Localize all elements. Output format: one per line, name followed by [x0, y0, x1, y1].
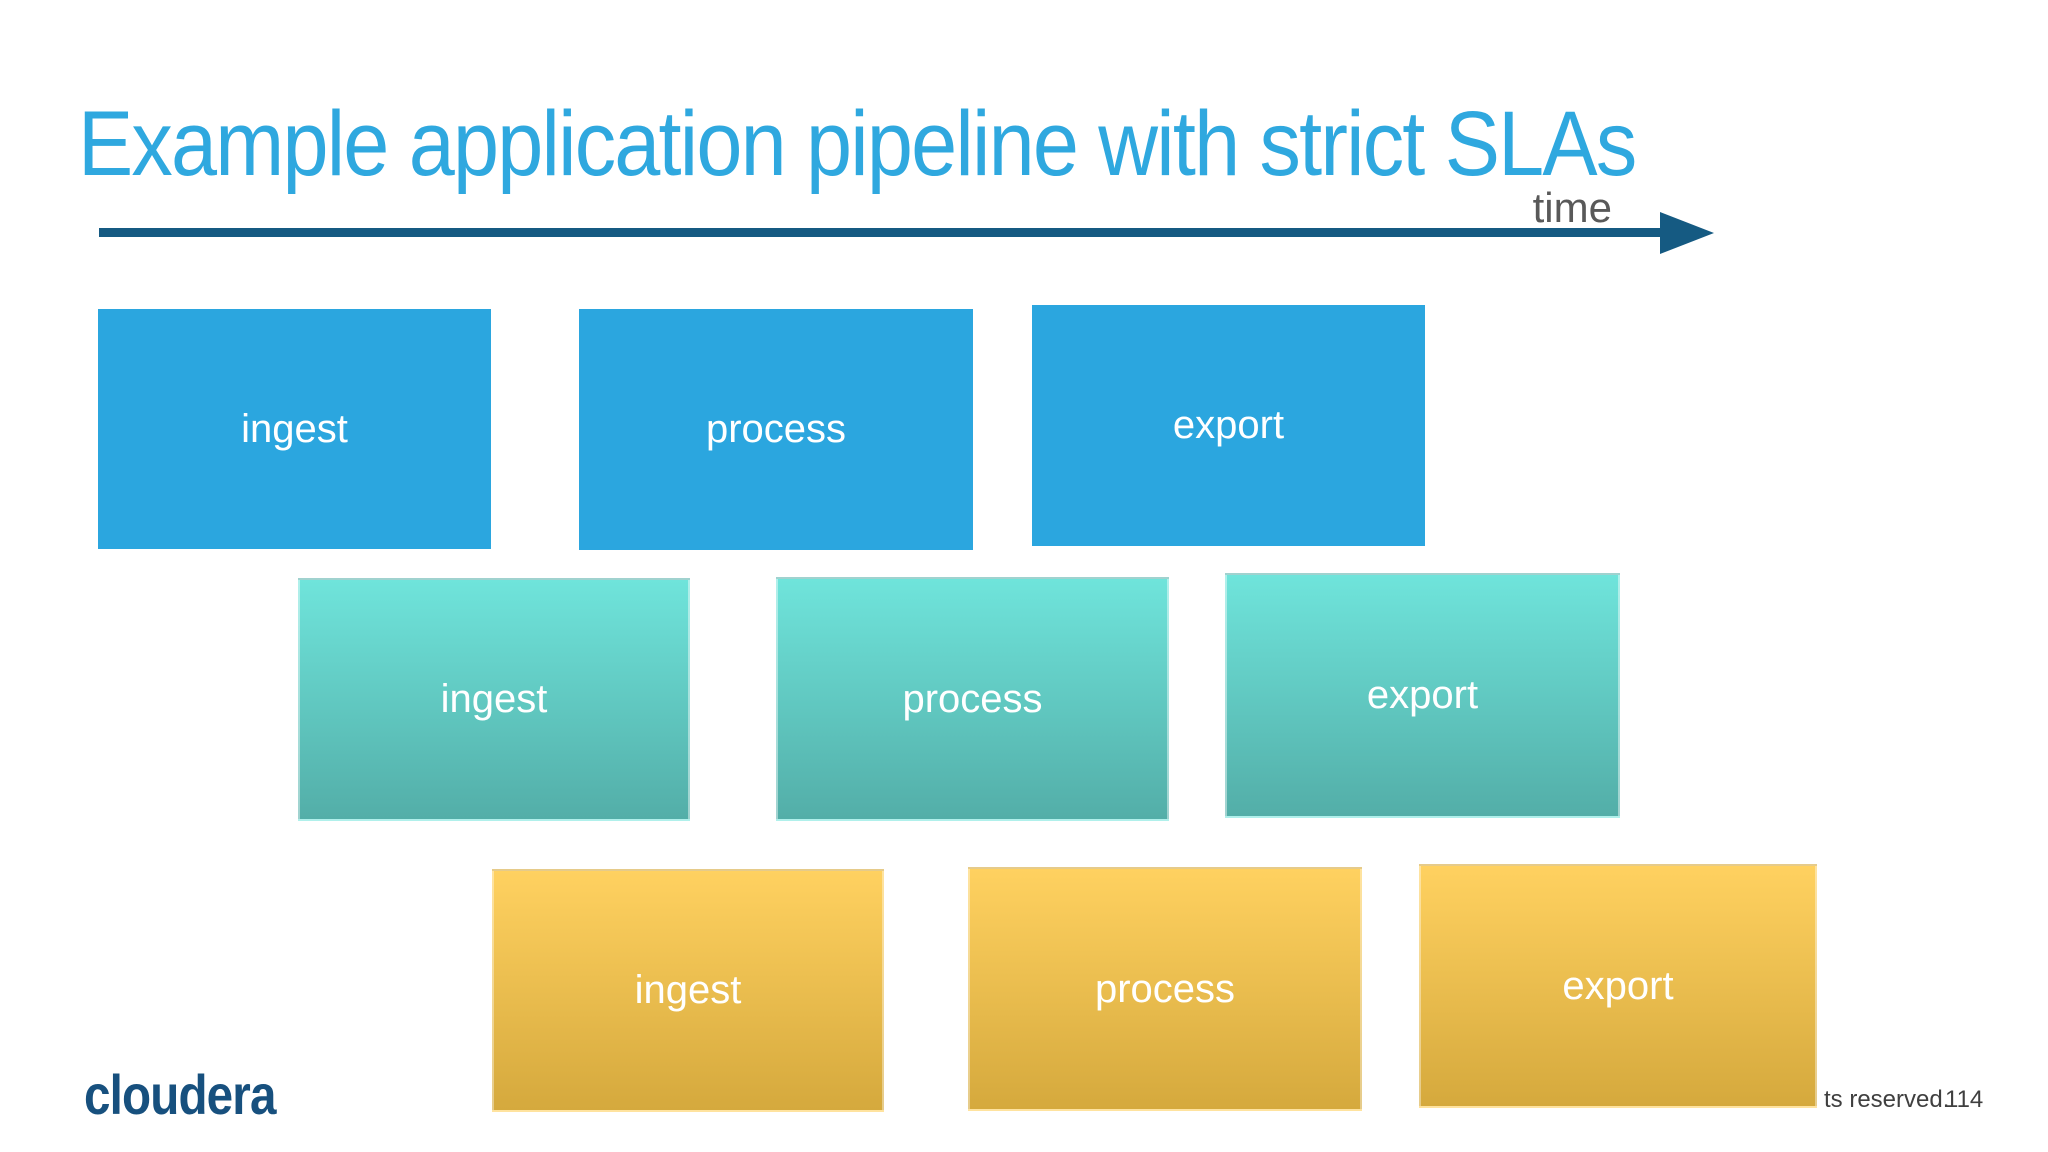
stage-box-pipeline3-ingest: ingest — [492, 869, 884, 1112]
stage-label: export — [1172, 403, 1285, 447]
stage-box-pipeline2-ingest: ingest — [298, 578, 690, 821]
time-axis-label: time — [1532, 184, 1612, 231]
stage-box-pipeline3-export: export — [1419, 864, 1817, 1108]
stage-box-pipeline1-export: export — [1032, 305, 1425, 546]
stage-label: ingest — [440, 677, 548, 721]
stage-label: process — [705, 407, 847, 451]
stage-box-pipeline3-process: process — [968, 867, 1362, 1111]
time-arrow-head-icon — [1660, 212, 1714, 254]
stage-label: process — [1094, 966, 1236, 1011]
stage-label: process — [902, 676, 1043, 721]
slide-title: Example application pipeline with strict… — [78, 93, 1637, 195]
stage-box-pipeline2-export: export — [1225, 573, 1620, 818]
cloudera-logo: cloudera — [84, 1063, 276, 1126]
stage-label: ingest — [241, 406, 348, 451]
stage-box-pipeline1-process: process — [579, 309, 973, 550]
time-arrow-line — [99, 228, 1662, 237]
stage-label: export — [1562, 963, 1674, 1008]
stage-box-pipeline1-ingest: ingest — [98, 309, 491, 549]
page-number: 114 — [1945, 1086, 1984, 1113]
copyright-text: ts reserved. — [1824, 1086, 1950, 1113]
stage-label: export — [1366, 673, 1479, 717]
stage-label: ingest — [634, 968, 742, 1012]
stage-box-pipeline2-process: process — [776, 577, 1169, 821]
